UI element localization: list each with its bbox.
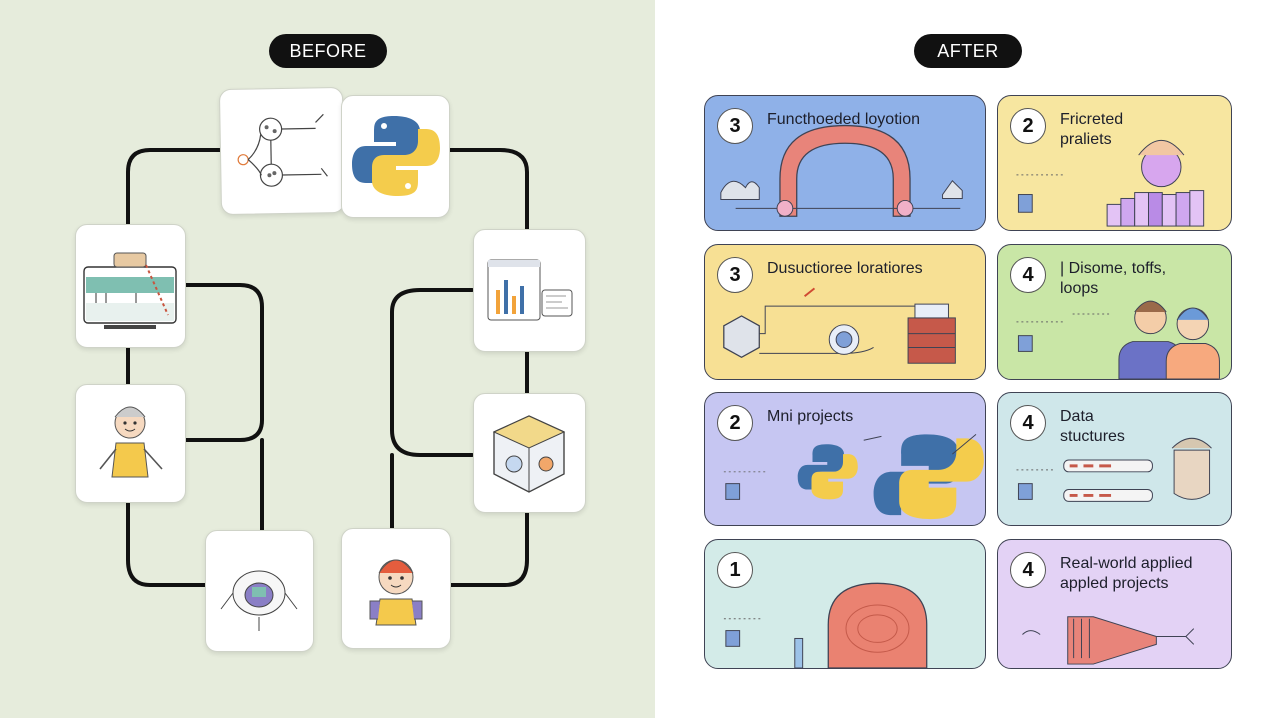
node-flowchart <box>218 86 346 216</box>
card-number-badge: 4 <box>1010 552 1046 588</box>
card-title: Data stuctures <box>1060 408 1125 445</box>
after-label: AFTER <box>914 34 1022 68</box>
node-kid-meditating <box>75 384 186 503</box>
card-number-badge: 3 <box>717 108 753 144</box>
card-title: Real-world applied appled projects <box>1060 555 1193 592</box>
card-data-structures: 4 Data stuctures <box>997 392 1232 526</box>
card-fricreted-praliets: 2 Fricreted praliets <box>997 95 1232 231</box>
node-screen-scene <box>75 224 186 348</box>
node-python-logo <box>341 95 450 218</box>
card-number-badge: 4 <box>1010 405 1046 441</box>
python-logo-icon <box>873 434 984 520</box>
python-logo-icon <box>352 116 420 183</box>
card-title: Fricreted praliets <box>1060 111 1124 148</box>
before-label: BEFORE <box>269 34 387 68</box>
card-title: Mni projects <box>767 408 854 425</box>
card-number-badge: 4 <box>1010 257 1046 293</box>
card-number-badge: 3 <box>717 257 753 293</box>
node-kid-portrait <box>341 528 451 649</box>
node-chart-window <box>473 229 586 352</box>
node-cube <box>473 393 586 513</box>
card-number-badge: 1 <box>717 552 753 588</box>
node-globe-machine <box>205 530 314 652</box>
card-functions-location: 3 Functhoeded loyotion <box>704 95 986 231</box>
card-dusuctioree-loratiores: 3 Dusuctioree loratiores <box>704 244 986 380</box>
card-bottom-left: 1 <box>704 539 986 669</box>
card-title: | Disome, toffs, loops <box>1060 260 1167 297</box>
card-disome-loops: 4 | Disome, toffs, loops <box>997 244 1232 380</box>
connector-paths <box>126 148 529 587</box>
card-title: Dusuctioree loratiores <box>767 260 923 277</box>
card-title: Functhoeded loyotion <box>767 111 920 128</box>
card-number-badge: 2 <box>1010 108 1046 144</box>
card-real-world-projects: 4 Real-world applied appled projects <box>997 539 1232 669</box>
card-number-badge: 2 <box>717 405 753 441</box>
card-mini-projects: 2 Mni projects <box>704 392 986 526</box>
python-logo-icon <box>797 444 858 500</box>
